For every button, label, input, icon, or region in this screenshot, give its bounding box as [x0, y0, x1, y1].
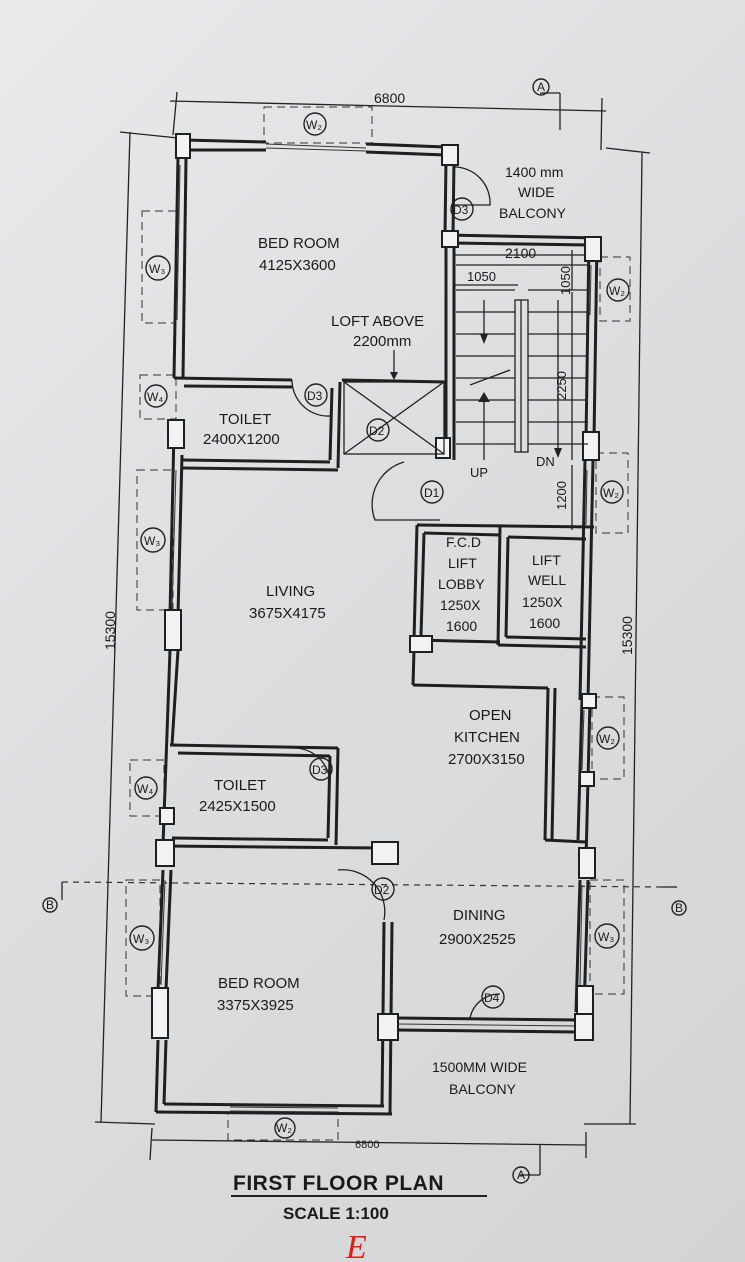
svg-text:W₂: W₂	[609, 284, 625, 298]
stair-dim-run: 2250	[554, 371, 569, 400]
loft-height: 2200mm	[353, 333, 411, 350]
svg-text:D3: D3	[312, 763, 328, 777]
tag-w3-bedroom: W₃	[145, 255, 171, 281]
dim-right: 15300	[619, 616, 635, 655]
tag-w3-living: W₃	[140, 527, 166, 553]
tag-w3-dining: W₃	[594, 923, 620, 949]
svg-text:W₂: W₂	[603, 486, 619, 500]
plan-title: FIRST FLOOR PLAN	[233, 1172, 444, 1195]
loft-label: LOFT ABOVE	[331, 313, 424, 330]
kitchen-line1: OPEN	[469, 707, 512, 724]
kitchen-size: 2700X3150	[448, 751, 525, 768]
tag-w4-toilet-top: W₄	[144, 384, 168, 408]
kitchen-line2: KITCHEN	[454, 729, 520, 746]
svg-text:W₂: W₂	[599, 732, 615, 746]
stair-dim-landing: 1050	[558, 266, 573, 295]
balcony-bottom-line1: 1500MM WIDE	[432, 1059, 527, 1075]
toilet-bottom-size: 2425X1500	[199, 798, 276, 815]
tag-w4-toilet-bottom: W₄	[134, 776, 158, 800]
toilet-top-name: TOILET	[219, 411, 271, 428]
staircase	[455, 250, 588, 530]
tag-d1: D1	[420, 480, 444, 504]
grid-marker-b-right: B	[671, 900, 687, 916]
toilet-bottom-name: TOILET	[214, 777, 266, 794]
svg-text:W₃: W₃	[133, 932, 149, 946]
svg-text:D4: D4	[484, 991, 500, 1005]
balcony-top-line2: WIDE	[518, 184, 555, 200]
tag-w2-top: W₂	[303, 112, 327, 136]
bedroom-top-name: BED ROOM	[258, 235, 340, 252]
tag-d3-toilet-top: D3	[304, 383, 328, 407]
svg-text:A: A	[517, 1168, 525, 1182]
stair-dim-gap: 1200	[554, 481, 569, 510]
svg-text:W₂: W₂	[306, 118, 322, 132]
dim-left: 15300	[102, 611, 118, 650]
plan-scale: SCALE 1:100	[283, 1204, 389, 1223]
stair-down-label: DN	[536, 454, 555, 469]
tag-w2-lift: W₂	[600, 480, 624, 504]
svg-text:W₃: W₃	[144, 534, 160, 548]
tag-w2-kitchen: W₂	[596, 726, 620, 750]
tag-d3-toilet-bottom: D3	[309, 757, 333, 781]
stair-dim-flight: 1050	[467, 269, 496, 284]
grid-marker-b-left: B	[42, 897, 58, 913]
red-stamp-letter: E	[345, 1229, 367, 1262]
svg-text:D3: D3	[307, 389, 323, 403]
tag-d2-loft: D2	[366, 418, 390, 442]
liftwell-line3: 1250X	[522, 594, 563, 610]
grid-line-b	[61, 92, 677, 1176]
dim-bottom: 6800	[355, 1139, 379, 1151]
liftwell-line1: LIFT	[532, 552, 561, 568]
living-size: 3675X4175	[249, 605, 326, 622]
tag-w3-bedroom-bottom: W₃	[129, 925, 155, 951]
dimension-lines	[94, 91, 651, 1161]
lobby-line2: LIFT	[448, 555, 477, 571]
svg-text:D2: D2	[374, 883, 390, 897]
bedroom-top-size: 4125X3600	[259, 257, 336, 274]
svg-text:W₃: W₃	[598, 930, 614, 944]
tag-w2-bottom: W₂	[274, 1117, 296, 1139]
lobby-line4: 1250X	[440, 597, 481, 613]
lobby-line5: 1600	[446, 618, 477, 634]
tag-w2-stair: W₂	[606, 278, 630, 302]
balcony-bottom-line2: BALCONY	[449, 1081, 517, 1097]
dining-size: 2900X2525	[439, 931, 516, 948]
grid-marker-a-top: A	[532, 78, 550, 96]
interior-walls	[164, 159, 601, 1115]
tag-d2-dining: D2	[371, 877, 395, 901]
svg-text:W₃: W₃	[149, 262, 165, 276]
svg-text:B: B	[675, 901, 683, 915]
stair-dim-width: 2100	[505, 245, 536, 261]
door-swings	[291, 166, 501, 1019]
svg-text:A: A	[537, 80, 545, 94]
lobby-line3: LOBBY	[438, 576, 485, 592]
svg-text:D2: D2	[369, 424, 385, 438]
grid-marker-a-bottom: A	[512, 1166, 530, 1184]
lobby-line1: F.C.D	[446, 534, 481, 550]
liftwell-line4: 1600	[529, 615, 560, 631]
living-name: LIVING	[266, 583, 315, 600]
balcony-top-line1: 1400 mm	[505, 164, 563, 180]
dining-name: DINING	[453, 907, 506, 924]
svg-text:W₄: W₄	[147, 390, 163, 404]
tag-d3-balcony: D3	[450, 197, 474, 221]
loft-cross	[343, 350, 445, 455]
stair-up-label: UP	[470, 465, 488, 480]
svg-text:D3: D3	[453, 203, 469, 217]
bedroom-bottom-size: 3375X3925	[217, 997, 294, 1014]
svg-text:W₂: W₂	[276, 1121, 292, 1135]
svg-text:D1: D1	[424, 486, 440, 500]
liftwell-line2: WELL	[528, 572, 566, 588]
dim-top: 6800	[374, 90, 405, 106]
svg-text:W₄: W₄	[137, 782, 153, 796]
toilet-top-size: 2400X1200	[203, 431, 280, 448]
balcony-top-line3: BALCONY	[499, 205, 567, 221]
svg-text:B: B	[46, 898, 54, 912]
bedroom-bottom-name: BED ROOM	[218, 975, 300, 992]
columns	[151, 133, 602, 1041]
window-glazing	[160, 164, 592, 986]
tag-d4: D4	[481, 985, 505, 1009]
